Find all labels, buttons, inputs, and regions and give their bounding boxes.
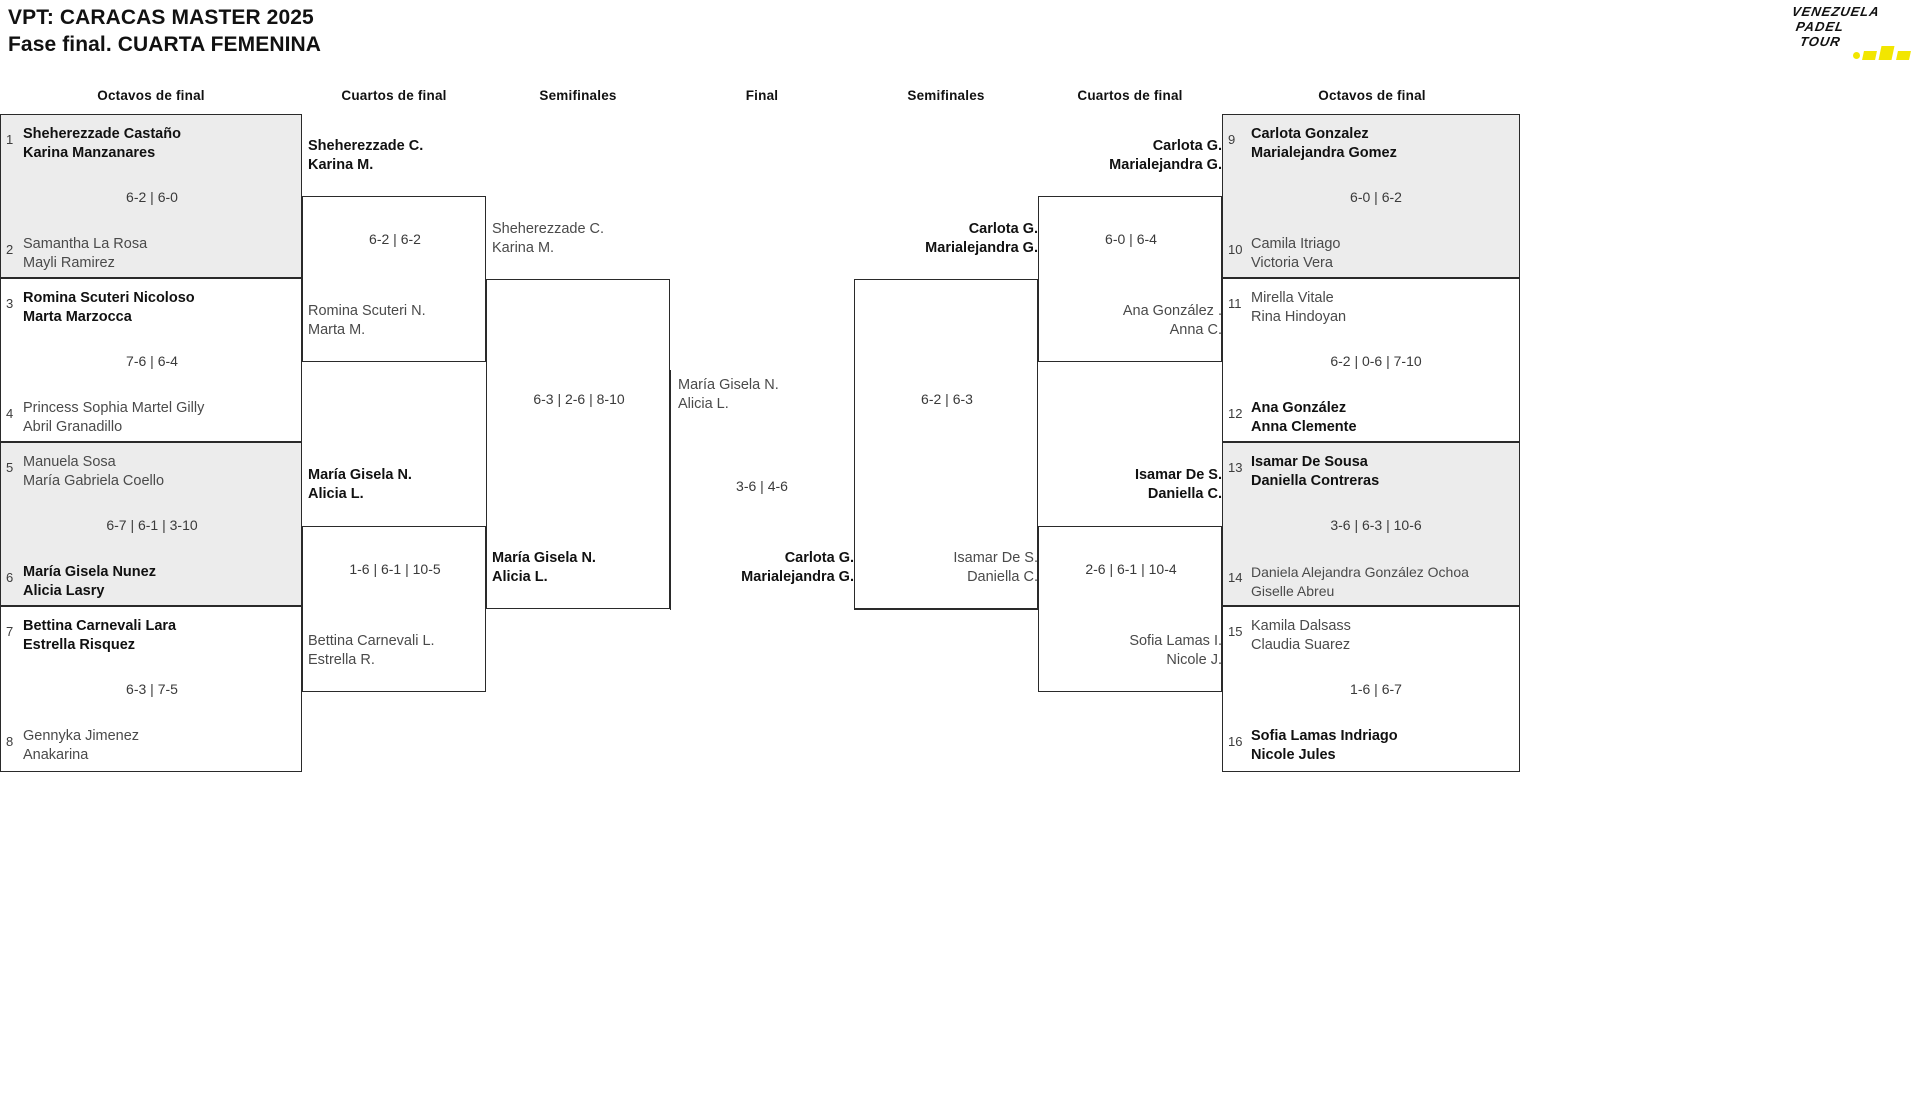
match-block-rqf-2[interactable]: 2-6 | 6-1 | 10-4 [1038,526,1222,692]
match-score: 2-6 | 6-1 | 10-4 [1085,561,1177,577]
logo-bars-icon [1862,46,1911,60]
team-bottom: María Gisela Nunez Alicia Lasry [23,564,156,599]
round-heading-left-sf: Semifinales [539,88,617,103]
seed-number: 14 [1228,570,1243,585]
final-bottom-connector [854,609,1038,610]
match-score: 3-6 | 6-3 | 10-6 [1330,517,1422,533]
seed-number: 5 [6,460,14,475]
team-top: Sheherezzade Castaño Karina Manzanares [23,126,181,161]
team-bottom: Ana González Anna Clemente [1251,400,1357,435]
match-score: 1-6 | 6-7 [1350,681,1402,697]
team-final-bottom: Carlota G. Marialejandra G. [741,550,854,585]
team-top: Romina Scuteri Nicoloso Marta Marzocca [23,290,195,325]
team-bottom: Samantha La Rosa Mayli Ramirez [23,236,148,271]
team-bottom: Princess Sophia Martel Gilly Abril Grana… [23,400,205,435]
logo-dot-icon [1853,52,1860,59]
seed-number: 4 [6,406,14,421]
seed-number: 2 [6,242,14,257]
match-block-lqf-2[interactable]: 1-6 | 6-1 | 10-5 [302,526,486,692]
page-title: VPT: CARACAS MASTER 2025 Fase final. CUA… [8,4,321,58]
match-score: 6-2 | 6-2 [369,231,421,247]
logo-word-padel: PADEL [1794,19,1846,34]
seed-number: 1 [6,132,14,147]
match-block-l16-1[interactable]: 1 Sheherezzade Castaño Karina Manzanares… [0,114,302,278]
team-bottom-lqf-2: Bettina Carnevali L. Estrella R. [308,633,435,668]
seed-number: 9 [1228,132,1236,147]
team-bottom: Gennyka Jimenez Anakarina [23,728,140,763]
team-top: Isamar De Sousa Daniella Contreras [1251,454,1380,489]
seed-number: 11 [1228,296,1242,311]
match-block-lsf-1[interactable]: 6-3 | 2-6 | 8-10 [486,279,670,609]
seed-number: 7 [6,624,14,639]
team-bottom-rqf-2: Sofia Lamas I. Nicole J. [1129,633,1222,668]
match-block-l16-2[interactable]: 3 Romina Scuteri Nicoloso Marta Marzocca… [0,278,302,442]
team-top-rsf-1: Carlota G. Marialejandra G. [925,221,1038,256]
team-top: Kamila Dalsass Claudia Suarez [1251,618,1351,653]
seed-number: 15 [1228,624,1243,639]
team-top: Bettina Carnevali Lara Estrella Risquez [23,618,177,653]
team-top-lqf-1: Sheherezzade C. Karina M. [308,138,424,173]
seed-number: 3 [6,296,14,311]
match-score: 1-6 | 6-1 | 10-5 [349,561,441,577]
round-heading-left-r16: Octavos de final [97,88,205,103]
team-bottom-rsf-1: Isamar De S. Daniella C. [953,550,1038,585]
round-heading-right-sf: Semifinales [907,88,985,103]
team-top-rqf-1: Carlota G. Marialejandra G. [1109,138,1222,173]
match-score: 6-2 | 0-6 | 7-10 [1330,353,1422,369]
team-top-lqf-2: María Gisela N. Alicia L. [308,467,412,502]
team-bottom: Camila Itriago Victoria Vera [1251,236,1341,271]
seed-number: 6 [6,570,14,585]
seed-number: 13 [1228,460,1243,475]
match-block-rqf-1[interactable]: 6-0 | 6-4 [1038,196,1222,362]
team-top: Mirella Vitale Rina Hindoyan [1251,290,1347,325]
team-bottom: Sofia Lamas Indriago Nicole Jules [1251,728,1398,763]
match-block-r16-2[interactable]: 11 Mirella Vitale Rina Hindoyan 6-2 | 0-… [1222,278,1520,442]
final-score: 3-6 | 4-6 [736,478,788,494]
match-score: 6-7 | 6-1 | 3-10 [106,517,198,533]
match-score: 6-0 | 6-2 [1350,189,1402,205]
team-top-lsf-1: Sheherezzade C. Karina M. [492,221,605,256]
venezuela-padel-tour-logo: VENEZUELA PADEL TOUR [1790,4,1911,66]
match-block-rsf-1[interactable]: 6-2 | 6-3 [854,279,1038,609]
logo-word-tour: TOUR [1798,34,1843,49]
team-bottom-lqf-1: Romina Scuteri N. Marta M. [308,303,426,338]
match-block-l16-4[interactable]: 7 Bettina Carnevali Lara Estrella Risque… [0,606,302,772]
team-top-rqf-2: Isamar De S. Daniella C. [1134,467,1222,502]
logo-word-venezuela: VENEZUELA [1790,4,1882,19]
seed-number: 16 [1228,734,1243,749]
match-score: 6-0 | 6-4 [1105,231,1157,247]
match-score: 6-2 | 6-3 [921,391,973,407]
match-block-lqf-1[interactable]: 6-2 | 6-2 [302,196,486,362]
round-heading-final: Final [745,88,779,103]
seed-number: 10 [1228,242,1243,257]
team-top: Carlota Gonzalez Marialejandra Gomez [1251,126,1397,161]
team-bottom: Daniela Alejandra González Ochoa Giselle… [1251,564,1469,599]
final-left-connector [670,370,671,610]
round-heading-left-qf: Cuartos de final [341,88,447,103]
seed-number: 12 [1228,406,1243,421]
match-score: 6-2 | 6-0 [126,189,178,205]
team-bottom-lsf-1: María Gisela N. Alicia L. [492,550,596,585]
match-score: 7-6 | 6-4 [126,353,178,369]
match-block-r16-3[interactable]: 13 Isamar De Sousa Daniella Contreras 3-… [1222,442,1520,606]
tournament-subtitle: Fase final. CUARTA FEMENINA [8,33,322,56]
team-final-top: María Gisela N. Alicia L. [678,377,779,412]
match-score: 6-3 | 7-5 [126,681,178,697]
team-top: Manuela Sosa María Gabriela Coello [23,454,165,489]
team-bottom-rqf-1: Ana González . Anna C. [1122,303,1222,338]
seed-number: 8 [6,734,14,749]
match-block-l16-3[interactable]: 5 Manuela Sosa María Gabriela Coello 6-7… [0,442,302,606]
match-block-r16-1[interactable]: 9 Carlota Gonzalez Marialejandra Gomez 6… [1222,114,1520,278]
tournament-title: VPT: CARACAS MASTER 2025 [8,6,314,29]
round-heading-right-r16: Octavos de final [1318,88,1426,103]
match-score: 6-3 | 2-6 | 8-10 [533,391,625,407]
match-block-r16-4[interactable]: 15 Kamila Dalsass Claudia Suarez 1-6 | 6… [1222,606,1520,772]
round-heading-right-qf: Cuartos de final [1077,88,1183,103]
